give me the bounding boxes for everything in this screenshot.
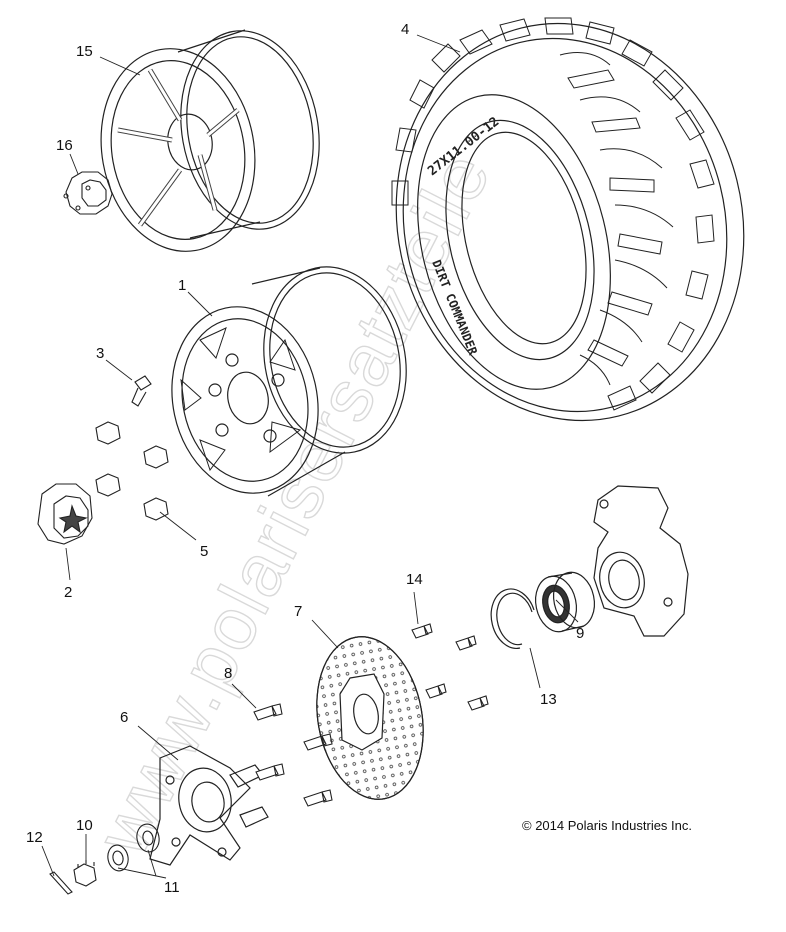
wheel-15 (100, 29, 320, 252)
steering-knuckle (593, 485, 689, 637)
callout-8: 8 (224, 665, 233, 682)
lug-nuts-5 (95, 421, 169, 521)
tire (391, 17, 745, 422)
callout-12: 12 (26, 829, 43, 846)
callout-7: 7 (294, 603, 303, 620)
valve-stem-3 (131, 375, 152, 407)
brake-disc-7 (316, 636, 424, 800)
washers-11 (107, 823, 160, 872)
callout-16: 16 (56, 137, 73, 154)
callout-3: 3 (96, 345, 105, 362)
callout-5: 5 (200, 543, 209, 560)
castle-nut-10 (73, 860, 97, 887)
callout-15: 15 (76, 43, 93, 60)
watermark: www.polarisersatzteile (79, 137, 507, 868)
copyright-notice: © 2014 Polaris Industries Inc. (522, 818, 692, 833)
center-cap-2 (37, 483, 93, 545)
callout-2: 2 (64, 584, 73, 601)
callout-14: 14 (406, 571, 423, 588)
callout-9: 9 (576, 625, 585, 642)
leader-lines (41, 34, 579, 879)
svg-text:www.polarisersatzteile: www.polarisersatzteile (80, 138, 507, 868)
hub-cap-16 (63, 171, 113, 215)
callout-13: 13 (540, 691, 557, 708)
bearing-9 (534, 571, 596, 633)
callout-1: 1 (178, 277, 187, 294)
callout-6: 6 (120, 709, 129, 726)
snap-ring-13 (490, 588, 535, 649)
callout-4: 4 (401, 21, 410, 38)
rotor-bolts-14 (411, 623, 489, 711)
hub-6 (149, 745, 269, 866)
callout-10: 10 (76, 817, 93, 834)
tire-tread (391, 17, 715, 411)
callout-11: 11 (164, 879, 180, 896)
wheel-1 (171, 266, 407, 497)
